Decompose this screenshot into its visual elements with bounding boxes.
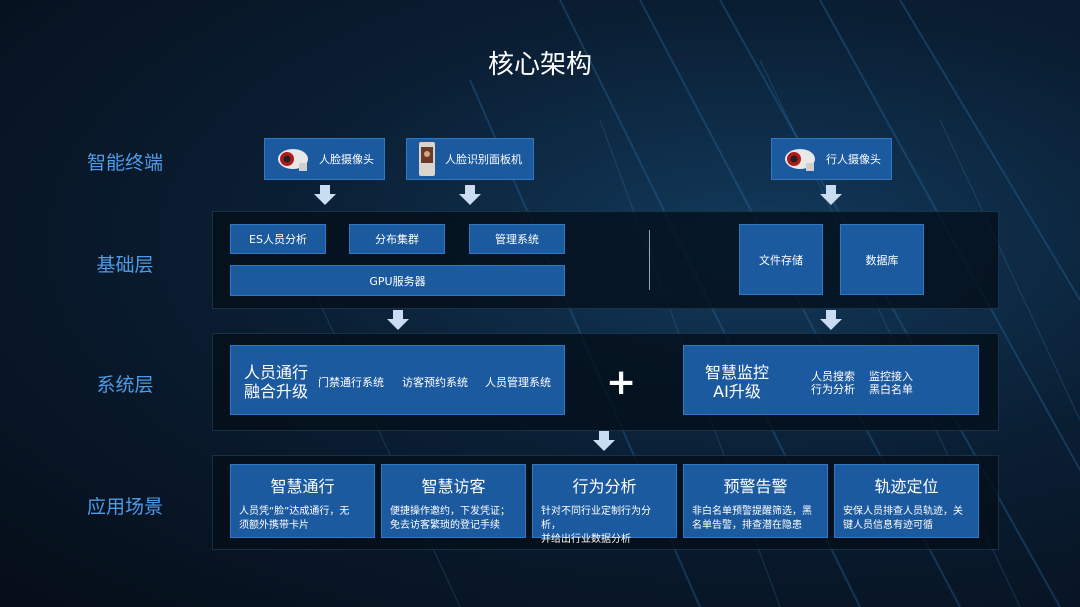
app-card-smart-access: 智慧通行 人员凭“脸”达成通行，无须额外携带卡片 bbox=[230, 464, 375, 538]
app-card-title: 智慧访客 bbox=[421, 477, 486, 496]
system-monitoring-upgrade-box bbox=[683, 345, 979, 415]
app-card-desc-line: 免去访客繁琐的登记手续 bbox=[390, 520, 500, 531]
app-card-title: 智慧通行 bbox=[270, 477, 335, 496]
system-item-access-control: 门禁通行系统 bbox=[318, 376, 384, 389]
app-card-alert: 预警告警 非白名单预警提醒筛选，黑名单告警，排查潜在隐患 bbox=[683, 464, 828, 538]
app-card-desc: 针对不同行业定制行为分析， 并给出行业数据分析 bbox=[541, 505, 670, 547]
app-card-trajectory: 轨迹定位 安保人员排查人员轨迹，关键人员信息有迹可循 bbox=[834, 464, 979, 538]
row-label-system: 系统层 bbox=[96, 374, 154, 396]
app-card-desc: 非白名单预警提醒筛选，黑名单告警，排查潜在隐患 bbox=[692, 505, 821, 533]
system-right-title-line: AI升级 bbox=[713, 382, 761, 401]
row-label-app: 应用场景 bbox=[86, 496, 163, 518]
terminal-label: 人脸识别面板机 bbox=[445, 153, 522, 166]
app-card-title: 行为分析 bbox=[572, 477, 637, 496]
terminal-label: 人脸摄像头 bbox=[319, 153, 374, 166]
terminal-face-camera: 人脸摄像头 bbox=[264, 138, 385, 180]
terminal-pedestrian-camera: 行人摄像头 bbox=[771, 138, 892, 180]
base-database: 数据库 bbox=[840, 224, 924, 295]
app-card-desc-line: 安保人员排查人员轨迹，关 bbox=[843, 506, 963, 517]
terminal-face-panel: 人脸识别面板机 bbox=[406, 138, 534, 180]
camera-icon bbox=[785, 149, 815, 171]
plus-icon: + bbox=[606, 362, 637, 403]
page-title: 核心架构 bbox=[487, 50, 592, 80]
base-file-storage: 文件存储 bbox=[739, 224, 823, 295]
system-left-title: 人员通行 融合升级 bbox=[243, 363, 309, 401]
system-right-title-line: 智慧监控 bbox=[704, 363, 769, 382]
app-card-desc: 便捷操作邀约，下发凭证； 免去访客繁琐的登记手续 bbox=[390, 505, 519, 533]
app-card-title: 轨迹定位 bbox=[874, 477, 939, 496]
arrow-down-icon bbox=[314, 185, 336, 205]
app-card-smart-visitor: 智慧访客 便捷操作邀约，下发凭证； 免去访客繁琐的登记手续 bbox=[381, 464, 526, 538]
system-right-item: 行为分析 bbox=[811, 383, 855, 396]
base-gpu-server: GPU服务器 bbox=[230, 265, 565, 296]
base-distributed-cluster: 分布集群 bbox=[349, 224, 445, 254]
app-card-title: 预警告警 bbox=[723, 477, 788, 496]
row-label-terminal: 智能终端 bbox=[86, 152, 163, 174]
face-panel-icon bbox=[419, 142, 435, 176]
app-card-desc-line: 并给出行业数据分析 bbox=[541, 534, 631, 545]
app-card-desc: 人员凭“脸”达成通行，无须额外携带卡片 bbox=[239, 505, 368, 533]
row-label-base: 基础层 bbox=[96, 254, 154, 276]
divider bbox=[649, 230, 650, 290]
system-item-visitor-booking: 访客预约系统 bbox=[402, 376, 468, 389]
system-right-title: 智慧监控 AI升级 bbox=[701, 363, 773, 401]
terminal-label: 行人摄像头 bbox=[826, 153, 881, 166]
arrow-down-icon bbox=[593, 431, 615, 451]
app-card-behavior-analysis: 行为分析 针对不同行业定制行为分析， 并给出行业数据分析 bbox=[532, 464, 677, 545]
system-right-item: 监控接入 bbox=[869, 370, 913, 383]
app-card-desc-line: 非白名单预警提醒筛选，黑 bbox=[692, 506, 812, 517]
camera-icon bbox=[278, 149, 308, 171]
app-card-desc-line: 人员凭“脸”达成通行，无 bbox=[239, 506, 350, 517]
system-left-title-line: 人员通行 bbox=[243, 363, 308, 382]
app-card-desc-line: 针对不同行业定制行为分析， bbox=[541, 506, 651, 531]
system-left-title-line: 融合升级 bbox=[243, 382, 308, 401]
base-es-analysis: ES人员分析 bbox=[230, 224, 326, 254]
app-card-desc: 安保人员排查人员轨迹，关键人员信息有迹可循 bbox=[843, 505, 972, 533]
system-right-item: 人员搜索 bbox=[811, 370, 855, 383]
arrow-down-icon bbox=[820, 310, 842, 330]
arrow-down-icon bbox=[459, 185, 481, 205]
app-card-desc-line: 便捷操作邀约，下发凭证； bbox=[390, 506, 510, 517]
system-access-upgrade-box bbox=[230, 345, 565, 415]
arrow-down-icon bbox=[387, 310, 409, 330]
app-card-desc-line: 须额外携带卡片 bbox=[239, 520, 309, 531]
system-item-personnel-mgmt: 人员管理系统 bbox=[485, 376, 551, 389]
system-right-item: 黑白名单 bbox=[869, 383, 913, 396]
arrow-down-icon bbox=[820, 185, 842, 205]
app-card-desc-line: 键人员信息有迹可循 bbox=[843, 520, 933, 531]
app-card-desc-line: 名单告警，排查潜在隐患 bbox=[692, 520, 802, 531]
base-management-system: 管理系统 bbox=[469, 224, 565, 254]
